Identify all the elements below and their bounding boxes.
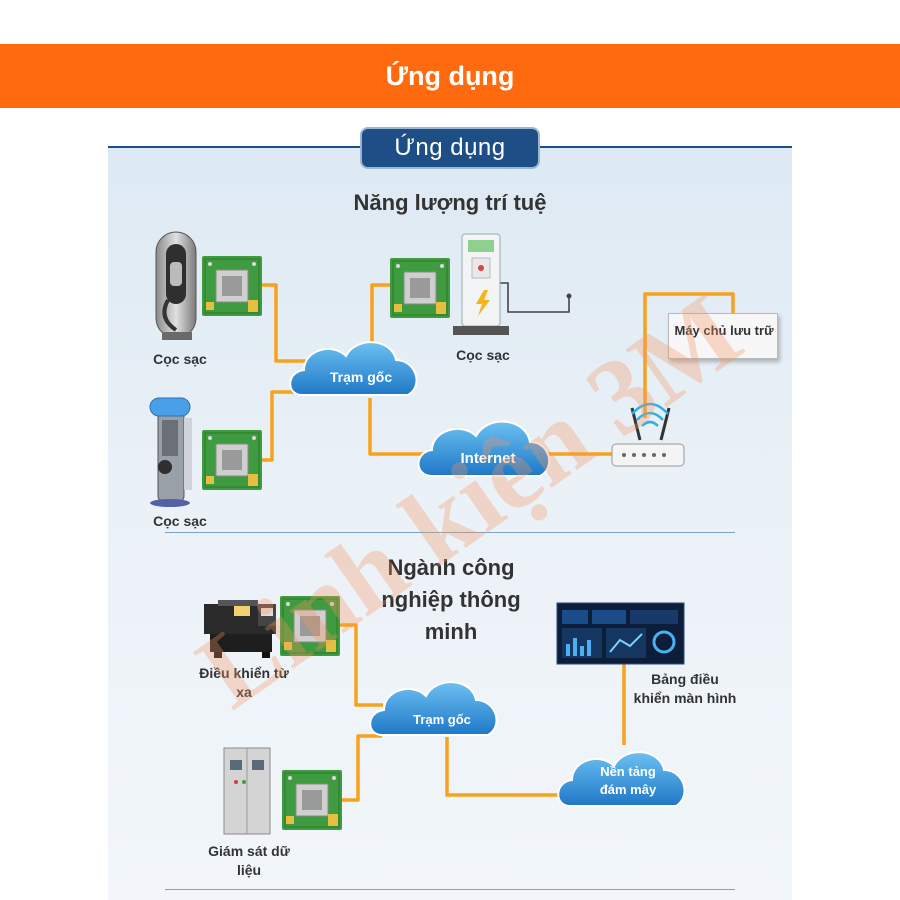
base-station-label-1: Trạm gốc [329, 369, 393, 385]
dashboard-screen-icon [556, 602, 685, 665]
internet-label: Internet [460, 450, 516, 467]
link-charger1-station [262, 283, 322, 363]
section-divider-1 [165, 532, 735, 533]
cloud-platform-line-1: Nền tảng [600, 764, 656, 779]
link-charger3-station [370, 283, 393, 345]
base-station-cloud-2 [369, 681, 498, 736]
link-monitor-station2 [342, 734, 382, 802]
link-charger2-station [262, 390, 318, 462]
control-cabinet-icon [223, 747, 271, 835]
remote-control-label: Điều khiển từ xa [186, 664, 302, 702]
server-label: Máy chủ lưu trữ [674, 323, 774, 338]
charger-label-top-left: Cọc sạc [153, 351, 207, 367]
section2-title: Ngành công nghiệp thông minh [340, 552, 562, 648]
base-station-label-2: Trạm gốc [413, 712, 471, 727]
printer-machine-icon [204, 600, 276, 658]
data-monitor-label: Giám sát dữ liệu [194, 842, 304, 880]
data-monitor-line-1: Giám sát dữ [208, 843, 290, 859]
section1-title: Năng lượng trí tuệ [353, 190, 547, 215]
header-banner: Ứng dụng [0, 44, 900, 108]
section2-title-line-1: Ngành công [387, 555, 515, 580]
router-icon [611, 402, 685, 467]
cloud-platform-cloud [557, 751, 686, 807]
iot-module-icon [201, 255, 263, 317]
link-remote-station2 [338, 623, 383, 707]
banner-title: Ứng dụng [385, 60, 515, 91]
remote-control-line-2: xa [236, 684, 252, 700]
charger-label-right: Cọc sạc [456, 347, 510, 363]
connection-lines [262, 283, 735, 802]
dashboard-line-2: khiển màn hình [633, 690, 737, 706]
storage-server-box [668, 313, 778, 359]
section-tab-label: Ứng dụng [394, 134, 506, 161]
base-station-cloud-1 [289, 341, 418, 396]
remote-control-line-1: Điều khiển từ [199, 665, 289, 681]
charging-station-icon [453, 233, 509, 335]
internet-cloud [417, 420, 550, 477]
iot-module-icon [279, 595, 341, 657]
section2-title-line-2: nghiệp thông [381, 587, 521, 612]
iot-module-icon [281, 769, 343, 831]
charger-cable [500, 282, 570, 313]
link-station2-cloud [445, 737, 565, 797]
charging-station-icon [155, 231, 197, 340]
data-monitor-line-2: liệu [236, 862, 262, 878]
cloud-platform-line-2: đám mây [599, 782, 657, 797]
link-router-server [643, 292, 735, 418]
dashboard-line-1: Bảng điều [651, 671, 719, 687]
iot-module-icon [389, 257, 451, 319]
charging-station-icon [149, 397, 192, 507]
cloud-platform-label: Nền tảng đám mây [580, 763, 676, 799]
dashboard-label: Bảng điều khiển màn hình [620, 670, 750, 708]
charger-label-bottom-left: Cọc sạc [153, 513, 207, 529]
section2-title-line-3: minh [424, 619, 478, 644]
link-station-internet [368, 398, 428, 456]
section-divider-2 [165, 889, 735, 890]
section-tab: Ứng dụng [360, 127, 540, 169]
iot-module-icon [201, 429, 263, 491]
